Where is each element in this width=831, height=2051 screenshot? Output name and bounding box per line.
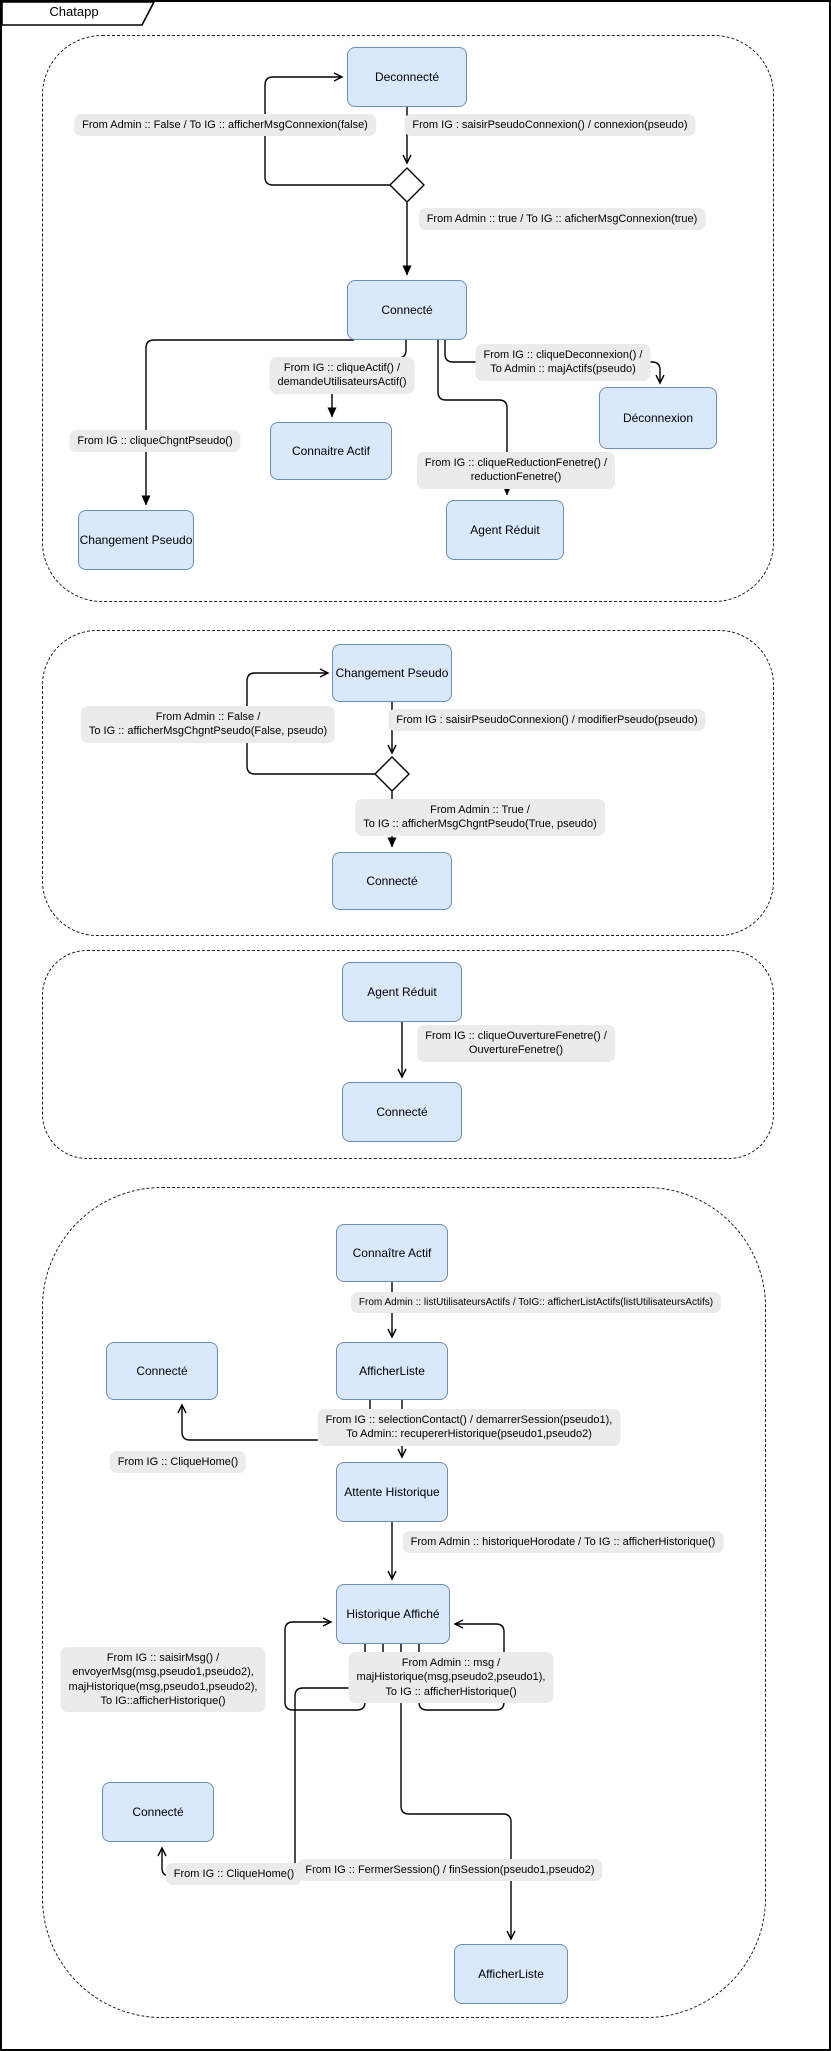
label-line: majHistorique(msg,pseudo1,pseudo2),: [68, 1680, 258, 1693]
label-line: envoyerMsg(msg,pseudo1,pseudo2),: [72, 1666, 254, 1679]
label-line: demandeUtilisateursActif(): [277, 376, 407, 389]
choice-diamond-pseudo[interactable]: [374, 756, 410, 792]
state-connecte-2[interactable]: Connecté: [332, 852, 452, 910]
label-line: To IG::afficherHistorique(): [100, 1694, 226, 1707]
label-line: To Admin:: recupererHistorique(pseudo1,p…: [346, 1428, 592, 1441]
transition-label[interactable]: From IG :: selectionContact() / demarrer…: [317, 1409, 621, 1446]
state-connecte-4[interactable]: Connecté: [106, 1342, 218, 1400]
label-line: From IG :: selectionContact() / demarrer…: [325, 1414, 613, 1426]
edge-historique-msg-loop[interactable]: [418, 1619, 505, 1711]
transition-label[interactable]: From IG :: cliqueActif() /demandeUtilisa…: [269, 357, 415, 394]
transition-label[interactable]: From IG :: cliqueReductionFenetre() /red…: [416, 452, 616, 489]
label-line: From IG :: cliqueChgntPseudo(): [77, 435, 233, 447]
transition-label[interactable]: From Admin :: False / To IG :: afficherM…: [74, 114, 376, 137]
transition-label[interactable]: From Admin :: True /To IG :: afficherMsg…: [355, 799, 605, 836]
transition-label[interactable]: From Admin :: historiqueHorodate / To IG…: [402, 1531, 724, 1554]
transition-label[interactable]: From IG :: cliqueOuvertureFenetre() /Ouv…: [417, 1025, 615, 1062]
state-deconnexion[interactable]: Déconnexion: [599, 387, 717, 449]
transition-label[interactable]: From Admin :: msg /majHistorique(msg,pse…: [348, 1652, 554, 1703]
section-agent-reduit-container: [42, 950, 774, 1159]
transition-label[interactable]: From IG :: cliqueChgntPseudo(): [69, 430, 241, 453]
label-line: To Admin :: majActifs(pseudo): [490, 363, 636, 376]
label-line: From IG :: CliqueHome(): [173, 1868, 295, 1880]
label-line: From Admin :: False / To IG :: afficherM…: [82, 119, 368, 131]
label-line: From IG :: CliqueHome(): [117, 1456, 239, 1468]
edge-connecte-to-changement-pseudo[interactable]: [141, 339, 354, 506]
state-changement-pseudo-2[interactable]: Changement Pseudo: [332, 644, 452, 702]
label-line: From IG : saisirPseudoConnexion() / modi…: [396, 714, 698, 726]
label-line: From Admin :: listUtilisateursActifs / T…: [358, 1297, 714, 1308]
label-line: From Admin :: False /: [155, 711, 261, 723]
label-line: OuvertureFenetre(): [468, 1044, 564, 1057]
state-connecte-3[interactable]: Connecté: [342, 1082, 462, 1142]
state-afficherliste-2[interactable]: AfficherListe: [454, 1944, 568, 2004]
edge-historique-to-afficherliste-fermer[interactable]: [400, 1644, 516, 1941]
section-session-container: [42, 1187, 766, 2018]
frame-tab-shape: [2, 2, 155, 26]
label-line: reductionFenetre(): [470, 471, 562, 484]
state-connecte-5[interactable]: Connecté: [102, 1782, 214, 1842]
section-changement-pseudo-container: [42, 630, 774, 936]
state-connaitre-actif[interactable]: Connaitre Actif: [270, 422, 392, 480]
label-line: To IG :: afficherMsgChgntPseudo(True, ps…: [363, 818, 597, 831]
label-line: From IG :: cliqueDeconnexion() /: [483, 349, 643, 361]
transition-label[interactable]: From IG :: CliqueHome(): [109, 1451, 247, 1474]
edge-connecte-to-agent-reduit[interactable]: [437, 340, 512, 496]
label-line: To IG :: afficherHistorique(): [385, 1685, 517, 1698]
label-line: From IG :: cliqueActif() /: [283, 362, 401, 374]
state-agent-reduit[interactable]: Agent Réduit: [446, 500, 564, 560]
label-line: majHistorique(msg,pseudo2,pseudo1),: [356, 1671, 546, 1684]
label-line: From IG :: cliqueReductionFenetre() /: [424, 457, 608, 469]
label-line: From IG :: cliqueOuvertureFenetre() /: [425, 1030, 607, 1042]
transition-label[interactable]: From Admin :: False /To IG :: afficherMs…: [80, 706, 336, 743]
state-connecte-main[interactable]: Connecté: [347, 280, 467, 340]
frame-title: Chatapp: [49, 4, 99, 19]
transition-label[interactable]: From IG : saisirPseudoConnexion() / modi…: [388, 709, 706, 732]
label-line: From Admin :: true / To IG :: aficherMsg…: [426, 213, 698, 225]
transition-label[interactable]: From IG : saisirPseudoConnexion() / conn…: [404, 114, 696, 137]
state-changement-pseudo[interactable]: Changement Pseudo: [78, 510, 194, 570]
state-historique-affiche[interactable]: Historique Affiché: [336, 1584, 450, 1644]
state-connaitre-actif-2[interactable]: Connaître Actif: [336, 1224, 448, 1282]
label-line: From Admin :: msg /: [401, 1657, 501, 1669]
label-line: From Admin :: True /: [430, 804, 530, 816]
transition-label[interactable]: From Admin :: true / To IG :: aficherMsg…: [418, 208, 706, 231]
label-line: From IG : saisirPseudoConnexion() / conn…: [412, 119, 688, 131]
label-line: From Admin :: historiqueHorodate / To IG…: [410, 1536, 716, 1548]
section-connexion-container: [42, 35, 774, 602]
transition-label[interactable]: From IG :: cliqueDeconnexion() /To Admin…: [475, 344, 651, 381]
choice-diamond-connexion[interactable]: [389, 167, 425, 203]
label-line: From IG :: saisirMsg() /: [106, 1652, 220, 1664]
edge-historique-saisirmsg-loop[interactable]: [284, 1617, 366, 1711]
label-line: From IG :: FermerSession() / finSession(…: [305, 1864, 595, 1876]
state-attente-historique[interactable]: Attente Historique: [336, 1462, 448, 1522]
state-afficherliste[interactable]: AfficherListe: [336, 1342, 448, 1400]
transition-label[interactable]: From Admin :: listUtilisateursActifs / T…: [350, 1292, 722, 1313]
state-agent-reduit-2[interactable]: Agent Réduit: [342, 962, 462, 1022]
transition-label[interactable]: From IG :: saisirMsg() /envoyerMsg(msg,p…: [60, 1647, 266, 1713]
transition-label[interactable]: From IG :: FermerSession() / finSession(…: [297, 1859, 603, 1882]
state-deconnecte[interactable]: Deconnecté: [347, 47, 467, 107]
transition-label[interactable]: From IG :: CliqueHome(): [165, 1863, 303, 1886]
label-line: To IG :: afficherMsgChgntPseudo(False, p…: [88, 725, 328, 738]
